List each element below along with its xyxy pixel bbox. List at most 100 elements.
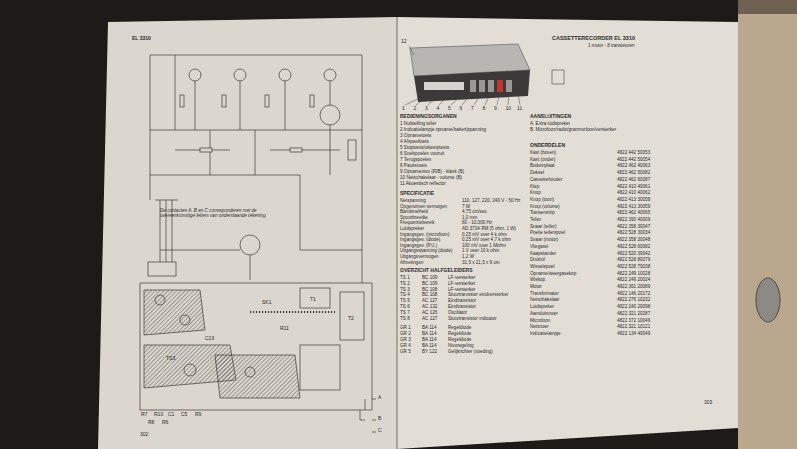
- table-cell: Uitgangsspanning (diode): [400, 248, 452, 253]
- table-cell: 4,75 cm/sec: [462, 209, 487, 214]
- table-cell: Wisselspoel: [530, 264, 555, 269]
- table-cell: Vliegwiel: [530, 244, 548, 249]
- table-cell: AC 126: [422, 310, 437, 315]
- resistor-symbol: [222, 95, 226, 107]
- callout-number: 12: [401, 39, 407, 45]
- table-cell: Ingangsgev. (diode): [400, 237, 440, 242]
- table-cell: 4822 528 80079: [617, 257, 650, 262]
- table-cell: Bodemplaat: [530, 163, 555, 168]
- table-cell: 4822 276 10232: [617, 297, 650, 302]
- table-cell: Frequentiebereik: [400, 220, 434, 225]
- table-cell: 4822 321 20287: [617, 311, 650, 316]
- table-cell: Netspanning: [400, 198, 426, 203]
- note-text: De contacten A, B en C corresponderen me…: [160, 208, 272, 218]
- right-page: [397, 17, 738, 449]
- table-cell: BA 114: [422, 337, 436, 342]
- lead-wires: [360, 399, 376, 432]
- table-cell: Knop (toon): [530, 197, 554, 202]
- connector-pins: [250, 311, 335, 313]
- table-cell: 4822 462 40063: [617, 163, 650, 168]
- table-cell: 4822 442 50054: [617, 157, 650, 162]
- table-cell: LF-versterker: [448, 281, 475, 286]
- circuit-schematic: [148, 55, 362, 283]
- table-cell: 4822 321 10121: [617, 324, 650, 329]
- table-cell: 4822 520 30042: [617, 251, 650, 256]
- transformer-outline: [340, 292, 364, 340]
- din-socket-symbol: [240, 235, 260, 255]
- table-cell: Eindtransistor: [448, 298, 476, 303]
- table-cell: 10 Netschakelaar - volume (B): [400, 175, 462, 180]
- resistor-symbol: [200, 148, 212, 152]
- table-cell: Nivoregeling: [448, 343, 474, 348]
- table-cell: 4822 146 20172: [617, 291, 650, 296]
- component-outline: [300, 345, 340, 390]
- table-cell: 8 Pauzetoets: [400, 163, 427, 168]
- pcb-outline: [140, 283, 372, 410]
- table-cell: TS 2: [400, 281, 410, 286]
- component-outline: [180, 315, 190, 325]
- leader-lines: [405, 46, 520, 105]
- table-cell: GR 4: [400, 343, 411, 348]
- table-cell: Toetsenstrip: [530, 210, 555, 215]
- table-cell: BC 109: [422, 275, 437, 280]
- table-cell: 4822 390 40009: [617, 217, 650, 222]
- table-cell: Stuurtransistor indicator: [448, 316, 497, 321]
- table-cell: GR 5: [400, 349, 411, 354]
- component-label: T2: [348, 316, 354, 322]
- transistor-symbol: [189, 69, 201, 81]
- table-cell: BY 122: [422, 349, 437, 354]
- plug-icon: [552, 70, 564, 84]
- table-cell: GR 3: [400, 337, 411, 342]
- component-label: R7: [141, 412, 147, 418]
- table-cell: Bandsnelheid: [400, 209, 428, 214]
- table-cell: Regeldiode: [448, 331, 471, 336]
- table-cell: 4 Afspeeltoets: [400, 139, 429, 144]
- table-cell: 4822 462 40065: [617, 210, 650, 215]
- table-cell: Kast (boven): [530, 150, 556, 155]
- callout-number: 11: [517, 106, 522, 112]
- table-cell: Wiskop: [530, 277, 545, 282]
- table-cell: Opgenomen vermogen: [400, 204, 447, 209]
- table-cell: 4822 249 10028: [617, 271, 650, 276]
- callout-number: 2: [414, 106, 417, 112]
- table-cell: TS 1: [400, 275, 410, 280]
- table-cell: TS 5: [400, 298, 410, 303]
- table-cell: 2 Indicatielampje opname/batterijspannin…: [400, 127, 486, 132]
- table-cell: 4822 134 40049: [617, 331, 650, 336]
- table-cell: Luidspreker: [400, 226, 424, 231]
- table-cell: Transformator: [530, 291, 559, 296]
- resistor-symbol: [265, 95, 269, 107]
- table-cell: 31,5 x 21,5 x 9 cm: [462, 260, 500, 265]
- component-label: R6: [162, 420, 168, 426]
- callout-number: 5: [448, 106, 451, 112]
- table-cell: TS 6: [400, 304, 410, 309]
- section-heading: OVERZICHT HALFGELEIDERS: [400, 268, 473, 274]
- table-cell: 9 Opnamenivo (R/B) - klank (B): [400, 169, 464, 174]
- table-cell: 4822 528 70038: [617, 264, 650, 269]
- table-cell: Aansluitsnoer: [530, 311, 558, 316]
- table-cell: LF-versterker: [448, 275, 475, 280]
- table-cell: 4822 240 20098: [617, 304, 650, 309]
- transformer-outline: [300, 288, 330, 308]
- table-cell: Netsnoer: [530, 324, 549, 329]
- table-cell: 80 - 10.000 Hz: [462, 220, 492, 225]
- table-cell: Afmetingen: [400, 260, 423, 265]
- component-label: C5: [181, 412, 187, 418]
- binder-ring: [756, 278, 780, 322]
- component-label: C1: [168, 412, 174, 418]
- table-cell: Snaar (teller): [530, 224, 557, 229]
- table-cell: B. Microfoon/radio/grammofoon/versterker: [530, 127, 616, 132]
- table-cell: Uitgangsvermogen: [400, 254, 439, 259]
- motor-symbol: [320, 105, 340, 125]
- binder-edge: [738, 0, 797, 14]
- table-cell: Cassettehouder: [530, 177, 562, 182]
- table-cell: 0,25 mV over 4,7 k ohm: [462, 237, 511, 242]
- table-cell: 4822 372 10049: [617, 318, 650, 323]
- recorder-key: [497, 80, 503, 92]
- table-cell: 7 W: [462, 204, 470, 209]
- pcb-layout: [140, 283, 376, 432]
- table-cell: 7 Terugspoelen: [400, 157, 431, 162]
- table-cell: Netschakelaar: [530, 297, 559, 302]
- table-cell: AC 127: [422, 298, 437, 303]
